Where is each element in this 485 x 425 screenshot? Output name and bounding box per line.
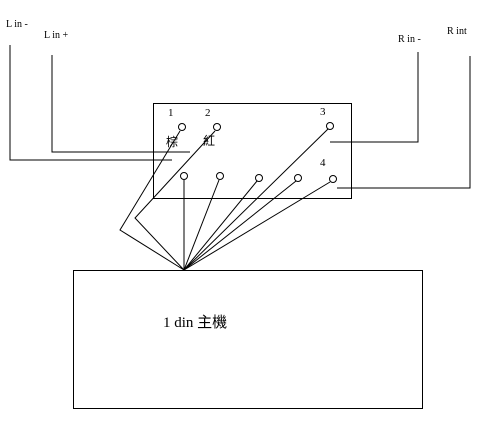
terminal-7 [256,175,263,182]
junction-box [154,104,352,199]
label-brown: 棕 [166,135,179,149]
wire-to-head-7 [184,181,257,270]
terminal-1 [179,124,186,131]
wire-to-head-2 [135,131,215,270]
terminal-2 [214,124,221,131]
terminal-4 [330,176,337,183]
terminal-8 [295,175,302,182]
head-unit-box [74,271,423,409]
terminal-number-4: 4 [320,157,326,169]
wire-to-head-4 [184,182,330,270]
wire-r-in-minus [330,52,418,142]
label-red: 紅 [203,134,216,148]
label-l-in-plus: L in + [44,30,69,41]
terminal-6 [217,173,224,180]
head-unit-label: 1 din 主機 [163,315,228,331]
wire-l-in-minus [10,45,172,160]
wire-to-head-3 [184,129,328,270]
label-r-in-minus: R in - [398,34,421,45]
terminal-number-2: 2 [205,107,211,119]
label-r-in-plus: R int [447,26,467,37]
terminal-3 [327,123,334,130]
wire-l-in-plus [52,55,190,152]
wire-r-in-plus [337,56,470,188]
wire-to-head-6 [184,180,219,270]
terminal-5 [181,173,188,180]
wire-to-head-8 [184,181,296,270]
terminal-number-3: 3 [320,106,326,118]
terminal-number-1: 1 [168,107,174,119]
wire-to-head-1 [120,131,184,270]
label-l-in-minus: L in - [6,19,28,30]
